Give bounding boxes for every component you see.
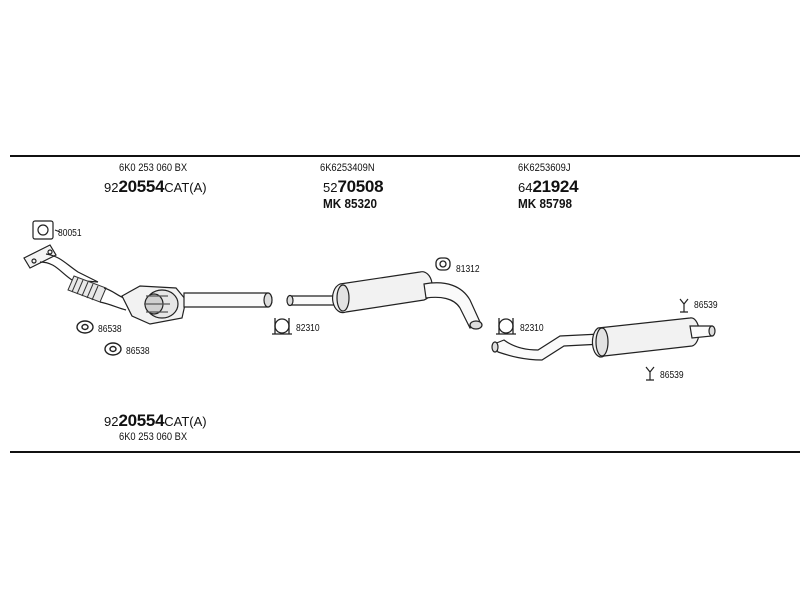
catalytic-converter — [121, 285, 187, 325]
middle-part-prefix: 52 — [323, 180, 338, 195]
middle-oe-number: 6K6253409N — [320, 162, 375, 174]
footer-oe-number: 6K0 253 060 BX — [119, 431, 188, 443]
middle-mk-number: MK 85320 — [323, 196, 377, 211]
ring-86538-icon-2 — [104, 342, 122, 356]
rear-silencer — [491, 317, 716, 361]
front-part-prefix: 92 — [104, 180, 119, 195]
rear-part-prefix: 64 — [518, 180, 533, 195]
rear-mk-number: MK 85798 — [518, 196, 572, 211]
hanger-86539-icon-top — [679, 298, 689, 313]
front-oe-number: 6K0 253 060 BX — [119, 162, 188, 174]
clamp-82310-icon-rear — [496, 318, 516, 335]
rear-part-main: 21924 — [532, 177, 579, 196]
ref-hanger-86539-top: 86539 — [694, 300, 718, 311]
ref-hanger-86539-bottom: 86539 — [660, 370, 684, 381]
gasket-80051-icon — [32, 220, 61, 240]
hanger-86539-icon-bottom — [645, 366, 655, 381]
footer-part-suffix: CAT(A) — [164, 414, 207, 429]
footer-part-main: 20554 — [118, 411, 165, 430]
mount-81312-icon — [435, 257, 451, 271]
footer-part-number: 9220554CAT(A) — [104, 412, 207, 429]
ref-clamp-82310-rear: 82310 — [520, 323, 544, 334]
ref-ring-86538-2: 86538 — [126, 346, 150, 357]
front-part-number: 9220554CAT(A) — [104, 178, 207, 195]
ring-86538-icon-1 — [76, 320, 94, 334]
front-tail-pipe — [183, 292, 273, 308]
clamp-82310-icon-mid — [272, 318, 292, 335]
front-pipe — [23, 244, 127, 311]
rear-oe-number: 6K6253609J — [518, 162, 571, 174]
rear-part-number: 6421924 — [518, 177, 579, 196]
ref-ring-86538-1: 86538 — [98, 324, 122, 335]
middle-part-number: 5270508 — [323, 177, 384, 196]
middle-part-main: 70508 — [337, 177, 384, 196]
ref-mount-81312: 81312 — [456, 264, 480, 275]
ref-clamp-82310-mid: 82310 — [296, 323, 320, 334]
footer-part-prefix: 92 — [104, 414, 119, 429]
ref-gasket-80051: 80051 — [58, 228, 82, 239]
front-part-main: 20554 — [118, 177, 165, 196]
middle-silencer — [286, 271, 483, 330]
front-part-suffix: CAT(A) — [164, 180, 207, 195]
